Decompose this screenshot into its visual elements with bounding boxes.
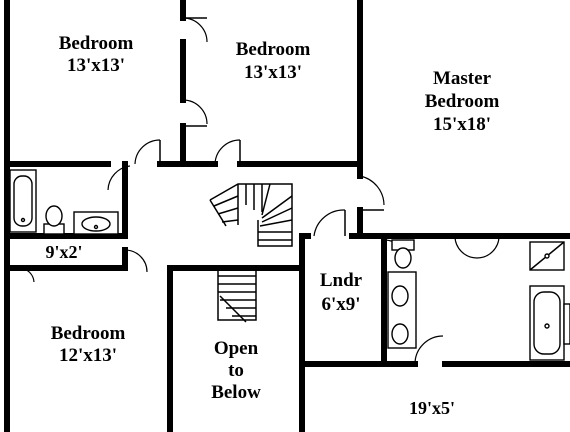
room-bedroom-sw: Bedroom 12'x13'	[51, 323, 126, 366]
shower-icon	[529, 241, 565, 271]
room-name: Bedroom	[59, 33, 134, 54]
room-name: Lndr	[320, 270, 363, 291]
room-bedroom-n: Bedroom 13'x13'	[236, 39, 311, 83]
room-size: 13'x13'	[244, 62, 302, 83]
room-size: 13'x13'	[67, 55, 125, 76]
walls	[4, 0, 570, 432]
room-laundry: Lndr 6'x9'	[320, 270, 363, 315]
room-name-line2: Bedroom	[425, 91, 500, 112]
room-name: Bedroom	[51, 323, 126, 344]
room-size: 6'x9'	[321, 294, 360, 315]
room-size: 19'x5'	[409, 398, 455, 418]
bathtub-icon	[529, 285, 570, 361]
room-open-to-below: Open to Below	[211, 338, 261, 403]
sink-icon	[387, 271, 417, 349]
room-size: 12'x13'	[59, 345, 117, 366]
bathtub-icon	[9, 169, 37, 233]
room-closet: 9'x2'	[45, 242, 82, 262]
room-master-bedroom: Master Bedroom 15'x18'	[425, 68, 500, 135]
open-line1: Open	[214, 338, 259, 359]
room-size: 9'x2'	[45, 242, 82, 262]
toilet-icon	[391, 239, 415, 269]
room-master-bath: 19'x5'	[409, 398, 455, 418]
room-bedroom-nw: Bedroom 13'x13'	[59, 33, 134, 76]
room-name-line1: Master	[433, 68, 492, 89]
toilet-icon	[43, 205, 65, 235]
sink-icon	[73, 211, 119, 235]
stair-icon	[209, 183, 293, 323]
room-size: 15'x18'	[433, 114, 491, 135]
open-line2: to	[228, 360, 244, 381]
open-line3: Below	[211, 382, 261, 403]
room-name: Bedroom	[236, 39, 311, 60]
